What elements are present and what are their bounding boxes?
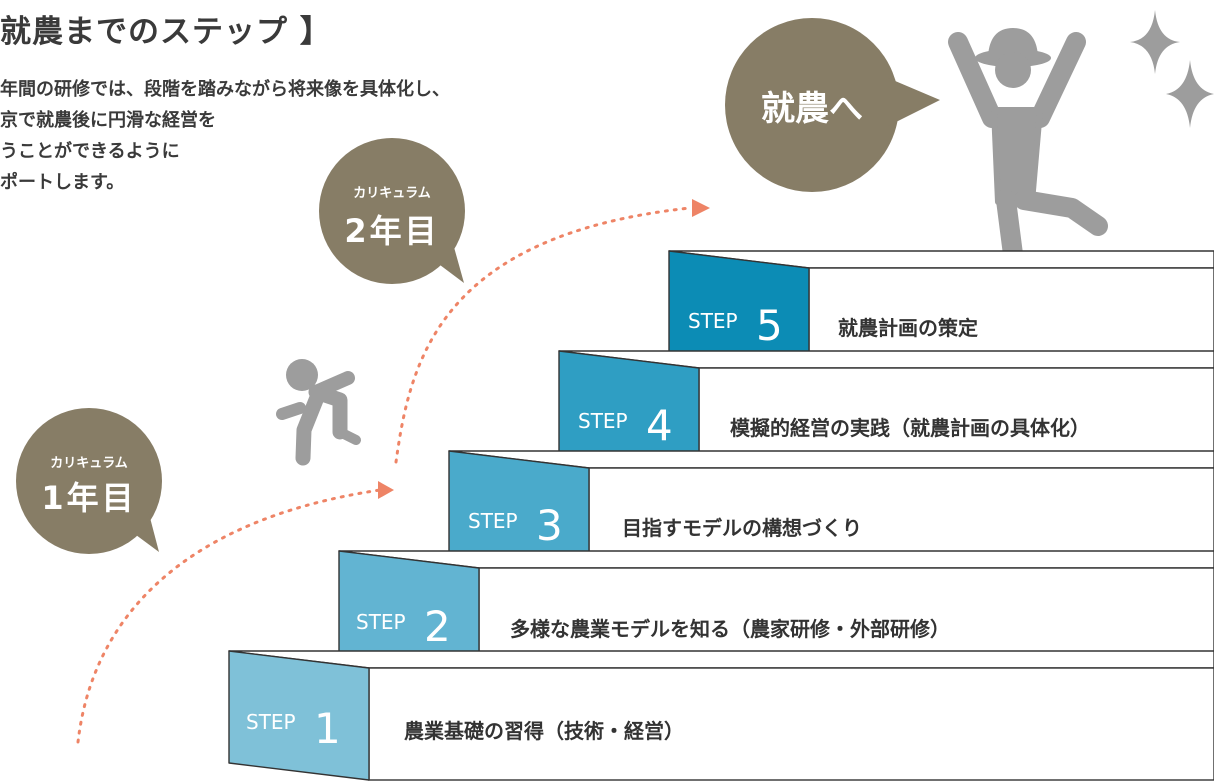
- step-number: 5: [756, 301, 783, 350]
- step-prefix: STEP: [578, 409, 628, 433]
- step-text: 多様な農業モデルを知る（農家研修・外部研修）: [510, 617, 950, 641]
- step-prefix: STEP: [356, 610, 406, 634]
- bubble-label: カリキュラム: [50, 456, 128, 471]
- step-text: 模擬的経営の実践（就農計画の具体化）: [730, 416, 1090, 440]
- sparkle-icon: [1166, 60, 1214, 128]
- step-prefix: STEP: [688, 309, 738, 333]
- bubble-value: 就農へ: [761, 89, 863, 129]
- arrow-head-icon: [378, 481, 394, 499]
- step-number: 4: [646, 401, 673, 450]
- step-number: 2: [424, 602, 451, 651]
- intro-text: 年間の研修では、段階を踏みながら将来像を具体化し、 京で就農後に円滑な経営を う…: [0, 74, 450, 198]
- step-number: 3: [536, 501, 563, 550]
- running-figure-icon: [276, 359, 361, 466]
- intro-line: ポートします。: [0, 172, 125, 193]
- step-4: STEP 4 模擬的経営の実践（就農計画の具体化）: [558, 350, 1214, 479]
- goal-bubble: 就農へ: [725, 18, 940, 192]
- step-text: 目指すモデルの構想づくり: [622, 516, 862, 540]
- sparkle-icon: [1130, 10, 1180, 74]
- bubble-value: 2年目: [344, 212, 439, 250]
- bubble-label: カリキュラム: [353, 186, 431, 201]
- step-text: 農業基礎の習得（技術・経営）: [404, 719, 684, 743]
- page-title: 就農までのステップ 】: [0, 14, 332, 50]
- step-text: 就農計画の策定: [838, 316, 978, 340]
- step-number: 1: [314, 704, 341, 753]
- celebrating-farmer-icon: [948, 28, 1108, 272]
- intro-line: 京で就農後に円滑な経営を: [0, 110, 216, 131]
- staircase: STEP 5 就農計画の策定 STEP 4 模擬的経営の実践（就農計画の具体化）…: [228, 250, 1214, 781]
- intro-line: 年間の研修では、段階を踏みながら将来像を具体化し、: [0, 79, 450, 100]
- intro-line: うことができるように: [0, 141, 180, 162]
- step-prefix: STEP: [468, 509, 518, 533]
- step-prefix: STEP: [246, 710, 296, 734]
- arrow-head-icon: [692, 199, 710, 217]
- bubble-value: 1年目: [41, 479, 136, 517]
- step-1: STEP 1 農業基礎の習得（技術・経営）: [228, 650, 1214, 781]
- curriculum-year1-bubble: カリキュラム 1年目: [16, 408, 162, 554]
- curriculum-year2-bubble: カリキュラム 2年目: [319, 138, 465, 284]
